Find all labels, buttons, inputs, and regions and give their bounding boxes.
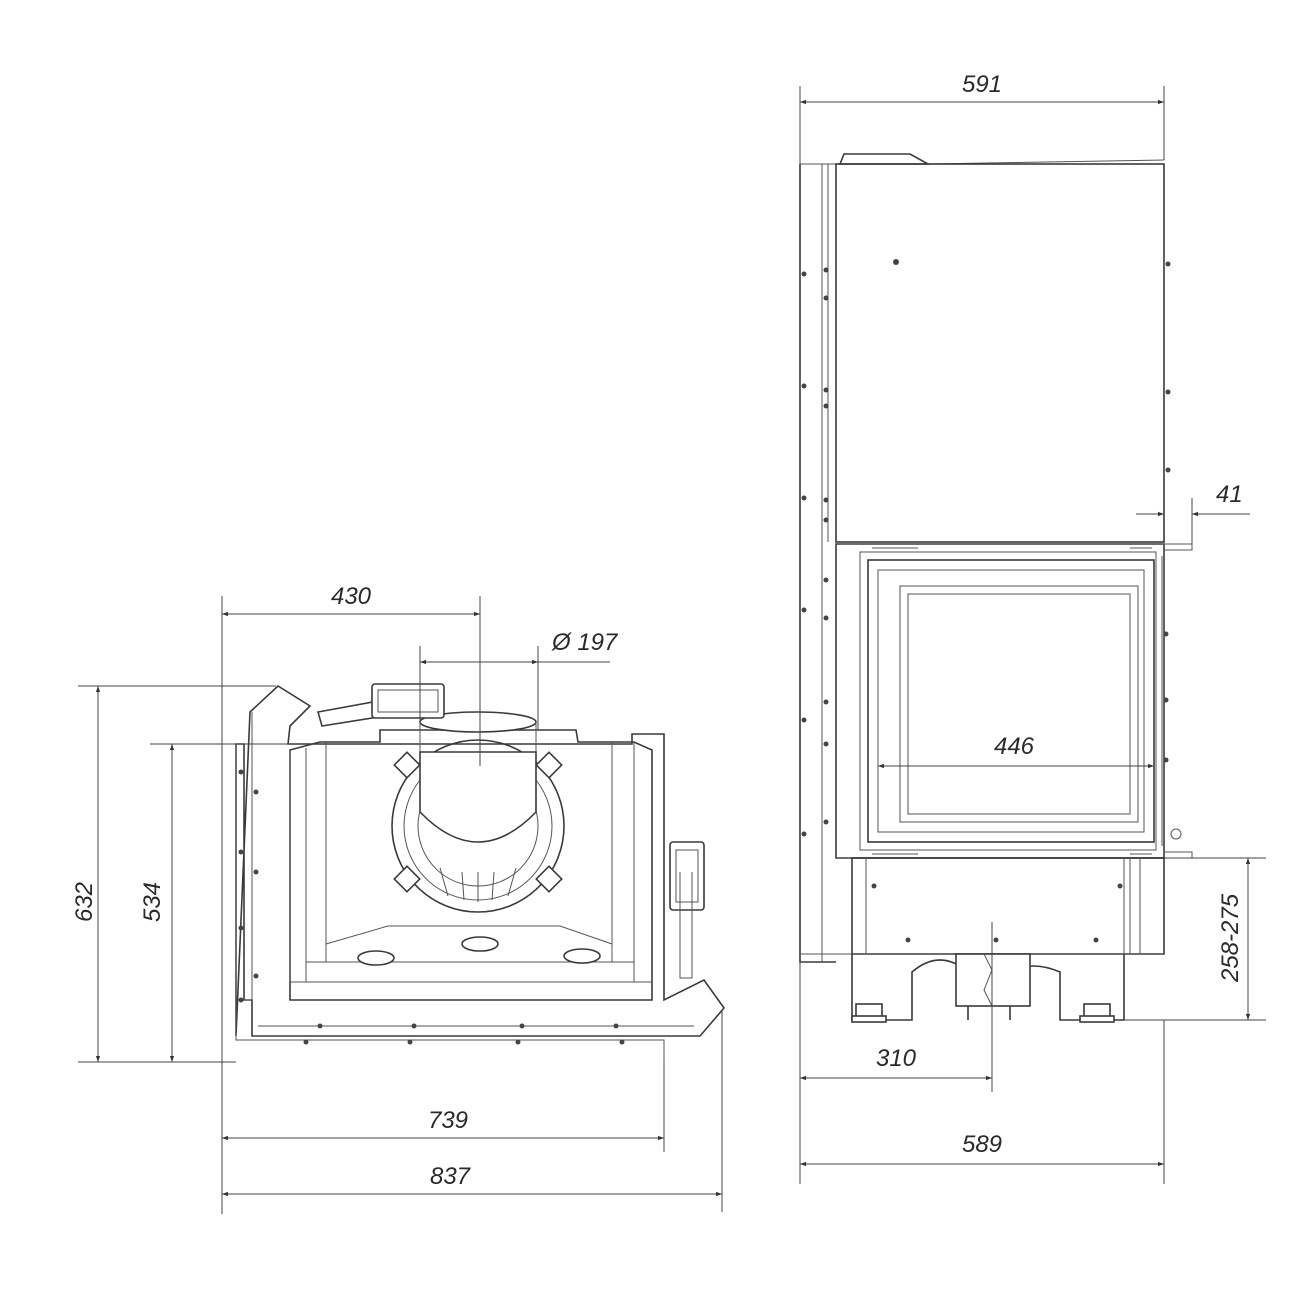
dim-label-589: 589 — [962, 1131, 1002, 1158]
top-view-bolts — [238, 769, 625, 1045]
front-view-door-frame — [835, 543, 1165, 859]
dim-label-632: 632 — [71, 882, 98, 922]
dim-label-430: 430 — [331, 583, 372, 610]
top-view: 430 Ø 197 632 534 739 837 — [71, 583, 726, 1214]
dim-label-739: 739 — [428, 1107, 468, 1134]
front-view: 591 41 446 258-275 310 589 — [799, 71, 1266, 1184]
dim-label-446: 446 — [994, 733, 1035, 760]
flue-ring — [391, 739, 565, 913]
dim-label-310: 310 — [876, 1045, 917, 1072]
dim-label-258-275: 258-275 — [1217, 893, 1244, 983]
dim-label-534: 534 — [139, 882, 166, 922]
dim-label-837: 837 — [430, 1163, 472, 1190]
front-view-flue-box — [955, 953, 1031, 1007]
front-view-upper-body — [835, 163, 1165, 543]
dim-label-41: 41 — [1216, 481, 1243, 508]
top-view-firebox — [289, 729, 653, 1001]
front-view-bolts — [801, 259, 1171, 943]
dim-label-diameter: Ø 197 — [551, 629, 619, 656]
front-view-glass — [867, 559, 1155, 843]
dim-label-591: 591 — [962, 71, 1002, 98]
front-view-base — [851, 857, 1165, 955]
